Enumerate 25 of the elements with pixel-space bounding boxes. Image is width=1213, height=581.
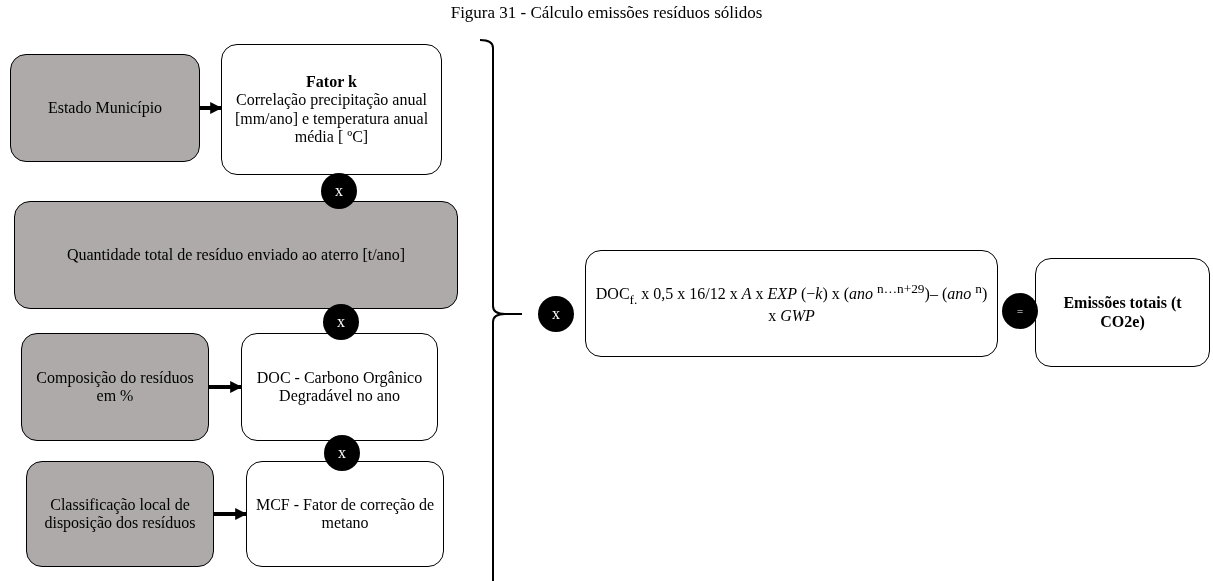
arrow xyxy=(214,508,248,520)
result-box xyxy=(1035,258,1210,367)
box-text: MCF - Fator de correção de metano xyxy=(255,495,435,533)
arrow xyxy=(209,381,243,393)
box-text: Correlação precipitação anual [mm/ano] e temperatura anual média [ ºC] xyxy=(233,91,430,147)
operator-circle: = xyxy=(1002,293,1038,329)
box-text: DOC - Carbono Orgânico Degradável no ano xyxy=(255,368,424,406)
arrow xyxy=(200,102,223,114)
input-box xyxy=(26,461,214,567)
box-text: Quantidade total de resíduo enviado ao aterro [t/ano] xyxy=(66,245,406,265)
box-text: DOC$_{f.}$ x 0,5 x 16/12 x A x EXP (−k) x (ano $^{n…n+29}$)– (ano $^{n}$) x GWP xyxy=(594,281,989,326)
box-text: Classificação local de disposição dos resíduos xyxy=(43,495,197,533)
input-box xyxy=(10,54,200,162)
factor-box xyxy=(241,333,438,441)
figure-title: Figura 31 - Cálculo emissões resíduos sólidos xyxy=(449,3,764,23)
factor-box xyxy=(221,44,442,175)
box-text: Estado Município xyxy=(47,98,163,118)
input-box xyxy=(21,333,209,441)
formula-box xyxy=(585,250,998,357)
box-text: Composição do resíduos em % xyxy=(35,368,195,406)
factor-box xyxy=(246,461,444,567)
box-heading: Fator k xyxy=(306,72,357,92)
box-text: Emissões totais (t CO2e) xyxy=(1062,294,1183,331)
input-box xyxy=(14,201,458,309)
operator-circle: x xyxy=(538,296,574,332)
